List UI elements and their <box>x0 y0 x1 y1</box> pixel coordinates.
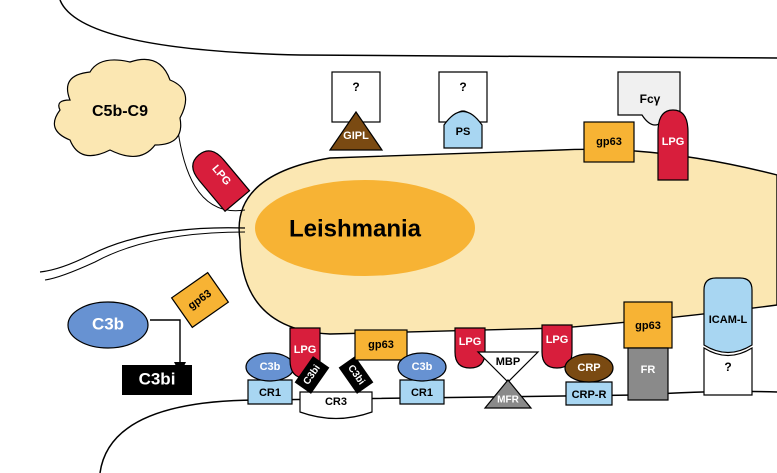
svg-text:gp63: gp63 <box>596 136 622 148</box>
gp63-bottom: gp63 <box>355 330 407 360</box>
svg-text:LPG: LPG <box>546 334 569 346</box>
c3b-cr1-left: CR1 C3b <box>246 353 294 404</box>
flagellum-strand <box>45 232 245 280</box>
gp63-top: gp63 <box>584 122 634 162</box>
svg-text:CR1: CR1 <box>411 387 433 399</box>
svg-text:ICAM-L: ICAM-L <box>709 314 748 326</box>
c3b-cr1-right: CR1 C3b <box>398 353 446 404</box>
lpg-top: LPG <box>658 110 688 180</box>
svg-text:LPG: LPG <box>662 136 685 148</box>
svg-text:FR: FR <box>641 364 656 376</box>
receptor-gipl: ? GIPL <box>330 72 382 150</box>
cr3: CR3 C3bi C3bi <box>295 356 374 418</box>
svg-text:MBP: MBP <box>496 356 520 368</box>
c3b-to-c3bi-arrow <box>150 320 180 365</box>
parasite-title: Leishmania <box>289 215 422 242</box>
svg-text:CR1: CR1 <box>259 387 281 399</box>
svg-text:LPG: LPG <box>294 344 317 356</box>
svg-text:CRP-R: CRP-R <box>572 389 607 401</box>
c3bi-free-label: C3bi <box>139 369 176 388</box>
svg-text:Fcγ: Fcγ <box>640 92 661 106</box>
svg-text:CRP: CRP <box>577 362 600 374</box>
lpg-bottom-2: LPG <box>455 328 485 368</box>
receptor-ps: ? PS <box>439 72 487 148</box>
svg-text:C3b: C3b <box>412 361 433 373</box>
svg-text:gp63: gp63 <box>368 339 394 351</box>
c3b-free-label: C3b <box>92 314 124 333</box>
icam-l: ICAM-L ? <box>704 278 752 395</box>
svg-text:?: ? <box>724 360 731 374</box>
svg-text:?: ? <box>459 80 466 94</box>
svg-text:GIPL: GIPL <box>343 130 369 142</box>
svg-text:C3b: C3b <box>260 361 281 373</box>
c5b-c9-label: C5b-C9 <box>92 103 148 120</box>
flagellum <box>40 228 245 272</box>
gp63-left: gp63 <box>172 273 229 328</box>
svg-text:CR3: CR3 <box>325 396 347 408</box>
svg-text:MFR: MFR <box>497 395 519 406</box>
gp63-fr: gp63 FR <box>624 302 672 400</box>
svg-text:?: ? <box>352 80 359 94</box>
crp-crpr: CRP-R CRP <box>565 354 613 405</box>
svg-text:LPG: LPG <box>459 336 482 348</box>
svg-text:PS: PS <box>456 126 471 138</box>
lpg-flagellar: LPG <box>186 145 249 212</box>
mbp-mfr: MBP MFR <box>478 352 538 408</box>
top-host-membrane <box>60 0 777 58</box>
svg-text:gp63: gp63 <box>635 320 661 332</box>
